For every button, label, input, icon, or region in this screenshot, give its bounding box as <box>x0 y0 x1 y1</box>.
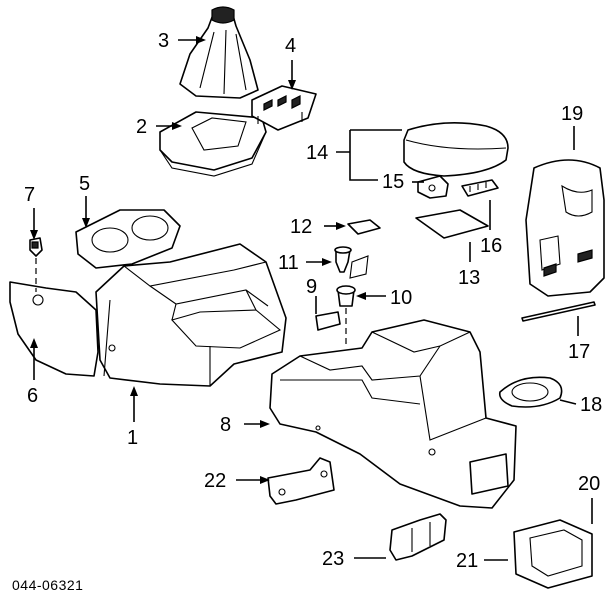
part-11-socket <box>334 246 369 279</box>
part-22-bracket <box>267 457 335 505</box>
callout-7: 7 <box>24 184 35 206</box>
part-6-side-panel <box>9 281 99 377</box>
leader-lines <box>30 36 593 561</box>
callout-15: 15 <box>382 171 404 193</box>
callout-1: 1 <box>127 427 138 449</box>
callout-3: 3 <box>158 30 169 52</box>
part-18-cup-ring <box>498 376 563 408</box>
part-5-cup-holder <box>75 209 181 269</box>
callout-8: 8 <box>220 414 231 436</box>
callout-2: 2 <box>136 116 147 138</box>
callout-labels: 1 2 3 4 5 6 7 8 9 10 11 12 13 14 15 16 1… <box>24 30 602 572</box>
diagram-code: 044-06321 <box>12 577 83 593</box>
callout-4: 4 <box>285 35 296 57</box>
part-3-shift-boot <box>179 6 259 99</box>
part-1-front-console <box>95 243 287 387</box>
callout-12: 12 <box>290 216 312 238</box>
part-14-armrest-lid <box>403 122 509 177</box>
callout-19: 19 <box>561 103 583 125</box>
callout-14: 14 <box>306 142 328 164</box>
callout-18: 18 <box>580 394 602 416</box>
part-7-clip <box>29 237 43 257</box>
callout-5: 5 <box>79 173 90 195</box>
callout-22: 22 <box>204 470 226 492</box>
callout-16: 16 <box>480 235 502 257</box>
part-4-indicator-plate <box>251 85 317 131</box>
part-10-socket-body <box>336 285 356 307</box>
part-15-hinge <box>417 175 449 199</box>
part-21-tray <box>513 519 593 589</box>
callout-10: 10 <box>390 287 412 309</box>
part-13-pad <box>415 209 489 239</box>
callout-9: 9 <box>306 276 317 298</box>
callout-6: 6 <box>27 385 38 407</box>
part-17-rod <box>521 301 596 322</box>
part-19-rear-panel <box>525 159 605 297</box>
part-16-latch <box>461 179 499 197</box>
part-9-bracket <box>315 311 341 331</box>
callout-23: 23 <box>322 548 344 570</box>
part-8-main-console <box>269 319 517 509</box>
callout-13: 13 <box>458 267 480 289</box>
part-12-small-pad <box>347 219 381 235</box>
callout-11: 11 <box>278 252 299 274</box>
callout-20: 20 <box>578 473 600 495</box>
callout-17: 17 <box>568 341 590 363</box>
callout-21: 21 <box>456 550 478 572</box>
part-23-bracket <box>389 513 447 561</box>
part-2-shift-bezel <box>159 111 267 177</box>
